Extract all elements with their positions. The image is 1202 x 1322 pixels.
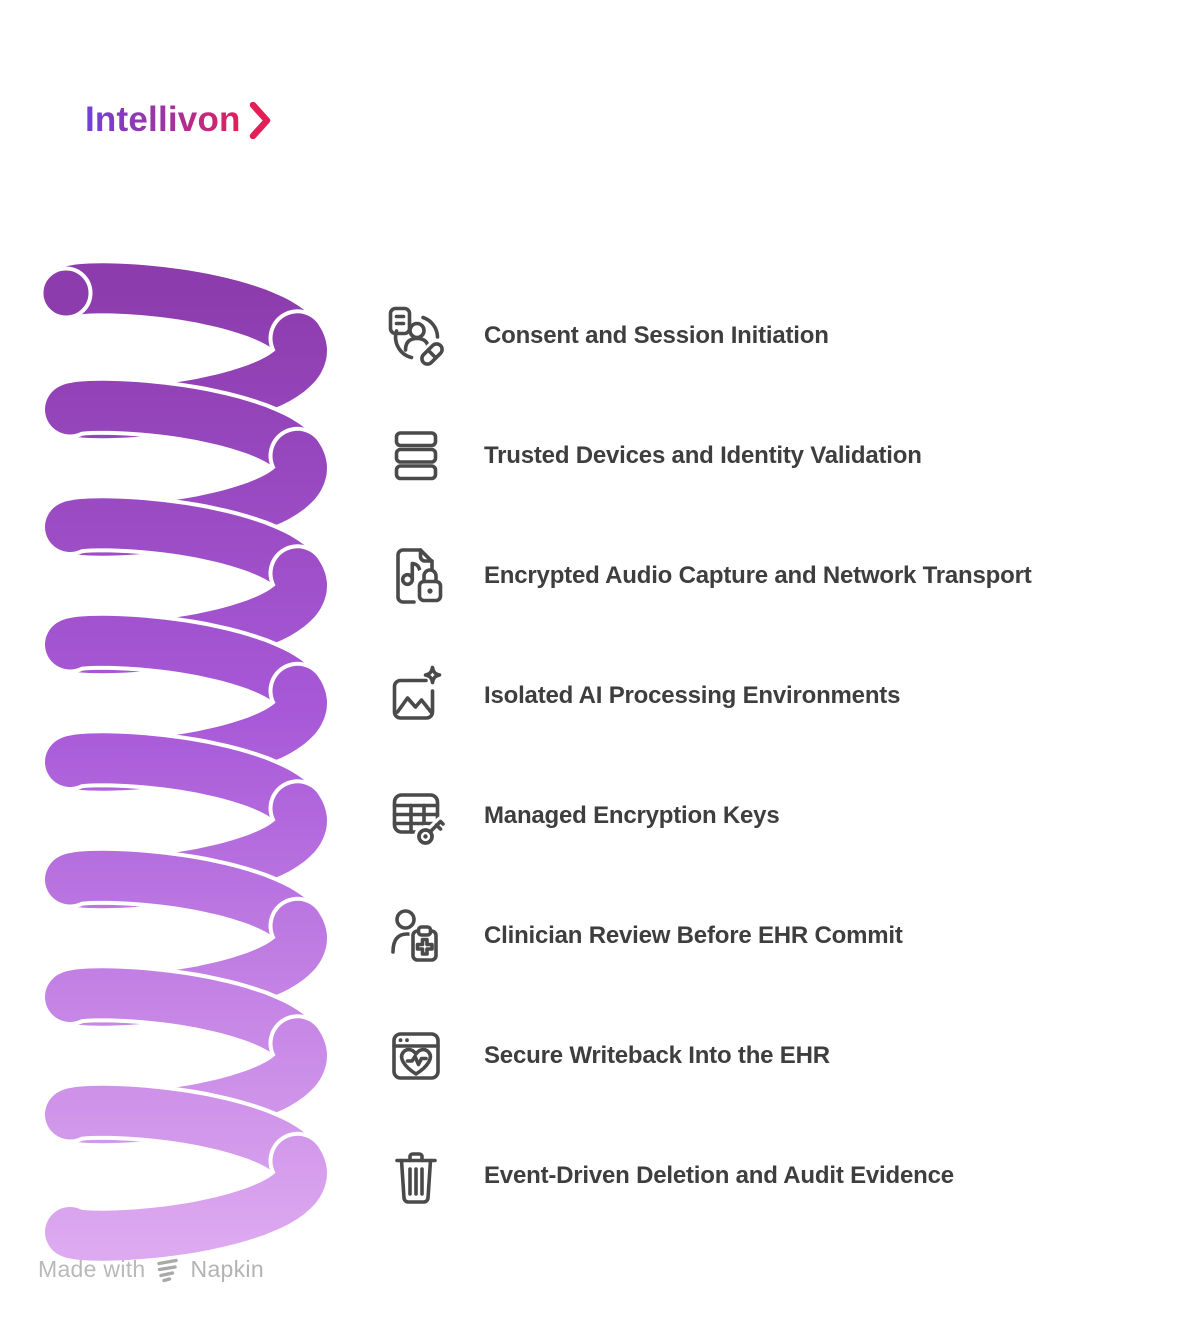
- napkin-text: Napkin: [190, 1256, 264, 1282]
- made-with-text: Made with: [38, 1256, 146, 1282]
- step-row: Managed Encryption Keys: [384, 784, 780, 848]
- audio-file-lock-icon: [396, 548, 444, 604]
- step-row: Event-Driven Deletion and Audit Evidence: [384, 1144, 954, 1208]
- step-label: Secure Writeback Into the EHR: [484, 1042, 830, 1069]
- step-label: Consent and Session Initiation: [484, 322, 829, 349]
- step-label: Isolated AI Processing Environments: [484, 682, 901, 709]
- clinician-clipboard-icon: [391, 909, 440, 964]
- device-stack-icon: [394, 431, 438, 481]
- trash-icon: [395, 1152, 437, 1204]
- step-row: Isolated AI Processing Environments: [384, 664, 900, 728]
- step-label: Clinician Review Before EHR Commit: [484, 922, 903, 949]
- step-row: Trusted Devices and Identity Validation: [384, 424, 922, 488]
- step-row: Clinician Review Before EHR Commit: [384, 904, 903, 968]
- purple-spiral-graphic: [39, 259, 331, 1265]
- browser-heart-icon: [392, 1032, 440, 1080]
- step-row: Encrypted Audio Capture and Network Tran…: [384, 544, 1032, 608]
- step-row: Secure Writeback Into the EHR: [384, 1024, 830, 1088]
- step-label: Event-Driven Deletion and Audit Evidence: [484, 1162, 954, 1189]
- image-sparkle-icon: [392, 665, 442, 720]
- step-row: Consent and Session Initiation: [384, 304, 829, 368]
- step-label: Managed Encryption Keys: [484, 802, 780, 829]
- table-key-icon: [392, 793, 446, 848]
- step-label: Encrypted Audio Capture and Network Tran…: [484, 562, 1032, 589]
- napkin-logo-icon: [156, 1258, 178, 1282]
- consent-person-document-icon: [388, 306, 447, 368]
- brand-name: Intellivon: [85, 100, 241, 139]
- step-label: Trusted Devices and Identity Validation: [484, 442, 922, 469]
- made-with-napkin: Made with Napkin: [38, 1256, 264, 1283]
- chevron-right-icon: [249, 101, 270, 139]
- brand-logo: Intellivon: [85, 100, 273, 140]
